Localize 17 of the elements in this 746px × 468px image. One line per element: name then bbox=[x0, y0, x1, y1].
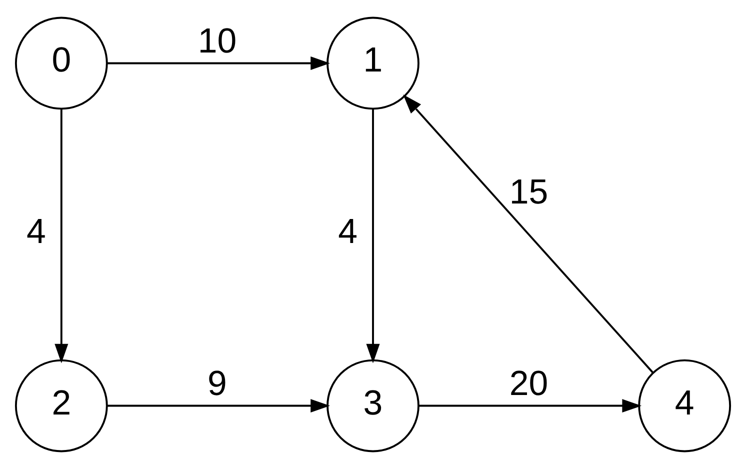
edge-label: 9 bbox=[208, 363, 227, 402]
edge-label: 4 bbox=[26, 212, 46, 251]
node-circle: 0 bbox=[14, 16, 108, 110]
node-circle: 1 bbox=[326, 16, 420, 110]
arrow bbox=[107, 56, 330, 70]
arrow bbox=[366, 108, 380, 363]
edge-label: 20 bbox=[509, 363, 548, 402]
edge-label: 10 bbox=[198, 20, 237, 60]
arrow bbox=[403, 94, 654, 373]
edge-label: 4 bbox=[338, 212, 358, 251]
node-circle: 2 bbox=[14, 358, 108, 452]
arrow bbox=[54, 108, 68, 363]
node-circle: 4 bbox=[638, 358, 732, 452]
edge-label: 15 bbox=[509, 172, 548, 211]
node-circle: 3 bbox=[326, 358, 420, 452]
arrow bbox=[419, 398, 642, 412]
arrow bbox=[107, 398, 330, 412]
